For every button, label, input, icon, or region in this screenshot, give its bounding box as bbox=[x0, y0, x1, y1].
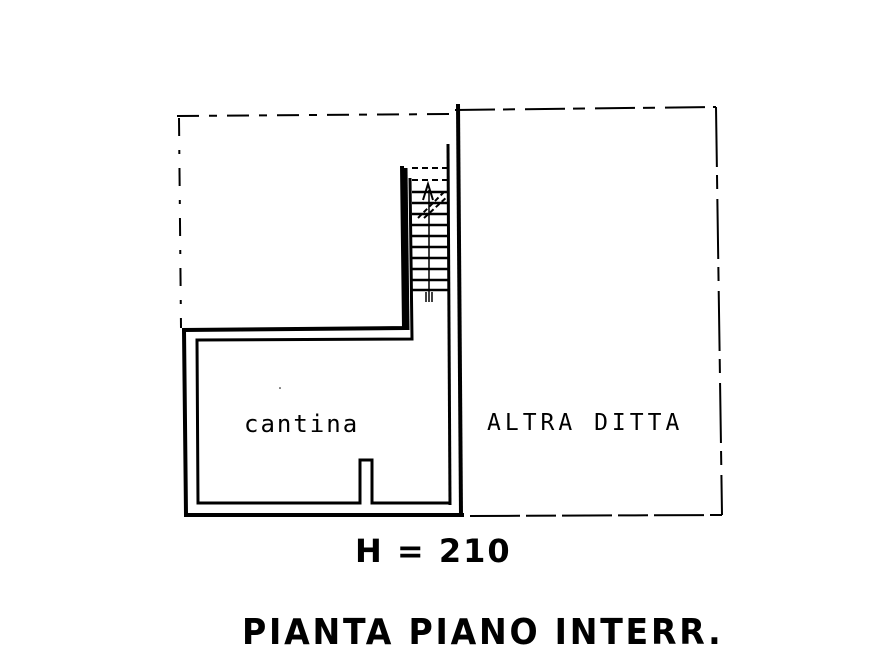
plan-title: PIANTA PIANO INTERR. bbox=[242, 612, 724, 653]
room-label-cantina: cantina bbox=[244, 410, 360, 438]
dashed-boundary-left bbox=[176, 113, 453, 329]
staircase bbox=[412, 167, 449, 302]
ceiling-height-label: H = 210 bbox=[355, 532, 512, 570]
party-wall bbox=[446, 103, 463, 517]
room-label-altra-ditta: ALTRA DITTA bbox=[487, 410, 684, 436]
drawing-mark bbox=[279, 387, 281, 389]
cantina-walls bbox=[181, 165, 464, 517]
dashed-boundary-altra-ditta bbox=[454, 106, 723, 517]
